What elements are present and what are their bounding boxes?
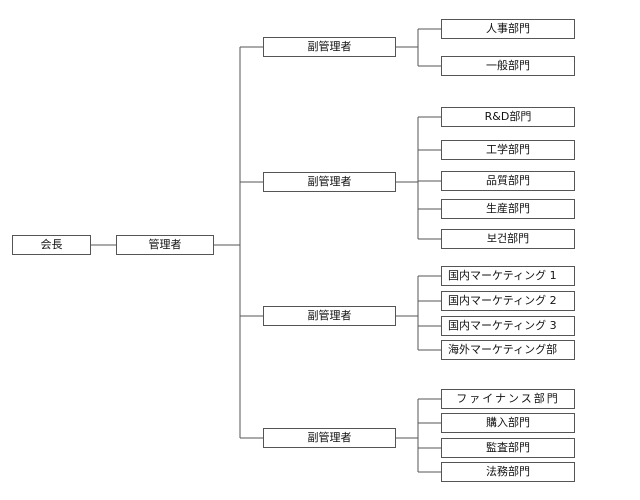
node-deputy-1[interactable]: 副管理者: [263, 37, 396, 57]
node-dept-domestic-marketing-2[interactable]: 国内マーケティング 2: [441, 291, 575, 311]
node-dept-hr[interactable]: 人事部門: [441, 19, 575, 39]
node-chairman[interactable]: 会長: [12, 235, 91, 255]
node-dept-domestic-marketing-1[interactable]: 国内マーケティング 1: [441, 266, 575, 286]
node-dept-rnd[interactable]: R&D部門: [441, 107, 575, 127]
node-dept-domestic-marketing-3[interactable]: 国内マーケティング 3: [441, 316, 575, 336]
node-deputy-2[interactable]: 副管理者: [263, 172, 396, 192]
node-dept-purchasing[interactable]: 購入部門: [441, 413, 575, 433]
node-dept-health[interactable]: 보건部門: [441, 229, 575, 249]
node-dept-engineering[interactable]: 工学部門: [441, 140, 575, 160]
node-deputy-4[interactable]: 副管理者: [263, 428, 396, 448]
node-dept-production[interactable]: 生産部門: [441, 199, 575, 219]
node-dept-audit[interactable]: 監査部門: [441, 438, 575, 458]
node-dept-quality[interactable]: 品質部門: [441, 171, 575, 191]
node-dept-overseas-marketing[interactable]: 海外マーケティング部: [441, 340, 575, 360]
node-dept-general[interactable]: 一般部門: [441, 56, 575, 76]
node-dept-legal[interactable]: 法務部門: [441, 462, 575, 482]
node-deputy-3[interactable]: 副管理者: [263, 306, 396, 326]
node-dept-finance[interactable]: ファイナンス部門: [441, 389, 575, 409]
node-manager[interactable]: 管理者: [116, 235, 214, 255]
